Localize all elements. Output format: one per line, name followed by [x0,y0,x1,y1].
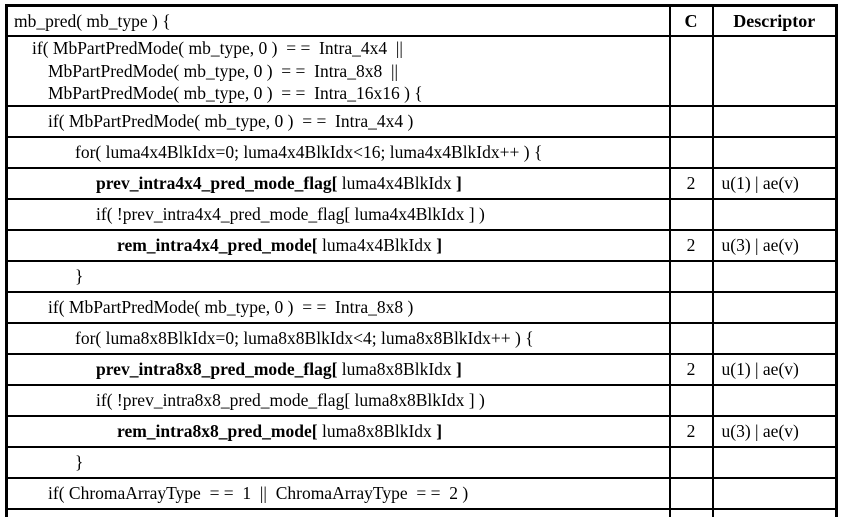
syntax-cell: rem_intra8x8_pred_mode[ luma8x8BlkIdx ] [5,414,671,448]
row-intra-chroma-pred-mode: intra_chroma_pred_mode2ue(v) | ae(v) [5,507,838,517]
descriptor-cell [711,104,838,138]
c-cell: 2 [668,228,714,262]
syntax-cell: if( MbPartPredMode( mb_type, 0 ) = = Int… [5,290,671,324]
row-prev-intra8x8-pred-mode-flag: prev_intra8x8_pred_mode_flag[ luma8x8Blk… [5,352,838,386]
c-cell: 2 [668,507,714,517]
syntax-cell: for( luma8x8BlkIdx=0; luma8x8BlkIdx<4; l… [5,321,671,355]
syntax-cell: if( !prev_intra4x4_pred_mode_flag[ luma4… [5,197,671,231]
header-syntax-signature: mb_pred( mb_type ) { [5,4,671,37]
syntax-cell: rem_intra4x4_pred_mode[ luma4x4BlkIdx ] [5,228,671,262]
c-cell [668,445,714,479]
syntax-cell: if( MbPartPredMode( mb_type, 0 ) = = Int… [5,104,671,138]
row-rem-intra4x4-pred-mode: rem_intra4x4_pred_mode[ luma4x4BlkIdx ] 2… [5,228,838,262]
descriptor-cell [711,35,838,107]
c-cell [668,259,714,293]
syntax-cell: prev_intra8x8_pred_mode_flag[ luma8x8Blk… [5,352,671,386]
c-cell [668,135,714,169]
row-rem-intra8x8-pred-mode: rem_intra8x8_pred_mode[ luma8x8BlkIdx ] 2… [5,414,838,448]
syntax-line: if( !prev_intra4x4_pred_mode_flag[ luma4… [96,203,485,224]
c-cell: 2 [668,352,714,386]
syntax-line: if( !prev_intra8x8_pred_mode_flag[ luma8… [96,389,485,410]
descriptor-cell [711,259,838,293]
syntax-line: rem_intra4x4_pred_mode[ luma4x4BlkIdx ] [117,234,443,255]
c-cell [668,476,714,510]
syntax-line: for( luma8x8BlkIdx=0; luma8x8BlkIdx<4; l… [75,327,534,348]
header-row: mb_pred( mb_type ) { C Descriptor [5,4,838,37]
c-cell [668,383,714,417]
syntax-line: } [75,451,84,472]
mb-pred-syntax-table: mb_pred( mb_type ) { C Descriptor if( Mb… [5,4,838,517]
syntax-line: intra_chroma_pred_mode [9,513,668,517]
c-cell [668,35,714,107]
row-if-chroma-array-type: if( ChromaArrayType = = 1 || ChromaArray… [5,476,838,510]
c-cell [668,197,714,231]
syntax-cell: } [5,445,671,479]
c-cell: 2 [668,414,714,448]
syntax-line: prev_intra8x8_pred_mode_flag[ luma8x8Blk… [96,358,462,379]
row-if-intra-8x8: if( MbPartPredMode( mb_type, 0 ) = = Int… [5,290,838,324]
row-if-not-prev-intra8x8: if( !prev_intra8x8_pred_mode_flag[ luma8… [5,383,838,417]
row-if-intra-pred-modes: if( MbPartPredMode( mb_type, 0 ) = = Int… [5,35,838,107]
syntax-line: if( MbPartPredMode( mb_type, 0 ) = = Int… [48,296,414,317]
header-c-column: C [668,4,714,37]
row-for-luma4x4: for( luma4x4BlkIdx=0; luma4x4BlkIdx<16; … [5,135,838,169]
row-for-luma8x8: for( luma8x8BlkIdx=0; luma8x8BlkIdx<4; l… [5,321,838,355]
row-if-not-prev-intra4x4: if( !prev_intra4x4_pred_mode_flag[ luma4… [5,197,838,231]
descriptor-cell: u(1) | ae(v) [711,352,838,386]
syntax-line: } [75,265,84,286]
syntax-cell: intra_chroma_pred_mode [5,507,671,517]
syntax-cell: for( luma4x4BlkIdx=0; luma4x4BlkIdx<16; … [5,135,671,169]
c-cell [668,104,714,138]
syntax-cell: if( !prev_intra8x8_pred_mode_flag[ luma8… [5,383,671,417]
descriptor-cell [711,321,838,355]
c-cell [668,290,714,324]
descriptor-cell [711,197,838,231]
syntax-table-body: if( MbPartPredMode( mb_type, 0 ) = = Int… [5,35,838,517]
syntax-line: if( MbPartPredMode( mb_type, 0 ) = = Int… [32,38,403,58]
descriptor-cell [711,135,838,169]
syntax-line: if( MbPartPredMode( mb_type, 0 ) = = Int… [48,110,414,131]
syntax-line: prev_intra4x4_pred_mode_flag[ luma4x4Blk… [96,172,462,193]
syntax-cell: if( ChromaArrayType = = 1 || ChromaArray… [5,476,671,510]
syntax-line: for( luma4x4BlkIdx=0; luma4x4BlkIdx<16; … [75,141,543,162]
row-prev-intra4x4-pred-mode-flag: prev_intra4x4_pred_mode_flag[ luma4x4Blk… [5,166,838,200]
descriptor-cell [711,383,838,417]
descriptor-cell: u(3) | ae(v) [711,414,838,448]
c-cell [668,321,714,355]
row-close-brace-4x4: } [5,259,838,293]
descriptor-cell: ue(v) | ae(v) [711,507,838,517]
syntax-line: if( ChromaArrayType = = 1 || ChromaArray… [48,482,469,503]
syntax-cell: } [5,259,671,293]
c-cell: 2 [668,166,714,200]
syntax-cell: if( MbPartPredMode( mb_type, 0 ) = = Int… [5,35,671,107]
row-if-intra-4x4: if( MbPartPredMode( mb_type, 0 ) = = Int… [5,104,838,138]
descriptor-cell: u(1) | ae(v) [711,166,838,200]
syntax-line: rem_intra8x8_pred_mode[ luma8x8BlkIdx ] [117,420,443,441]
syntax-line: MbPartPredMode( mb_type, 0 ) = = Intra_1… [48,83,423,104]
header-descriptor-column: Descriptor [711,4,838,37]
row-close-brace-8x8: } [5,445,838,479]
descriptor-cell [711,290,838,324]
descriptor-cell: u(3) | ae(v) [711,228,838,262]
descriptor-cell [711,445,838,479]
syntax-cell: prev_intra4x4_pred_mode_flag[ luma4x4Blk… [5,166,671,200]
syntax-line: MbPartPredMode( mb_type, 0 ) = = Intra_8… [48,60,398,81]
descriptor-cell [711,476,838,510]
